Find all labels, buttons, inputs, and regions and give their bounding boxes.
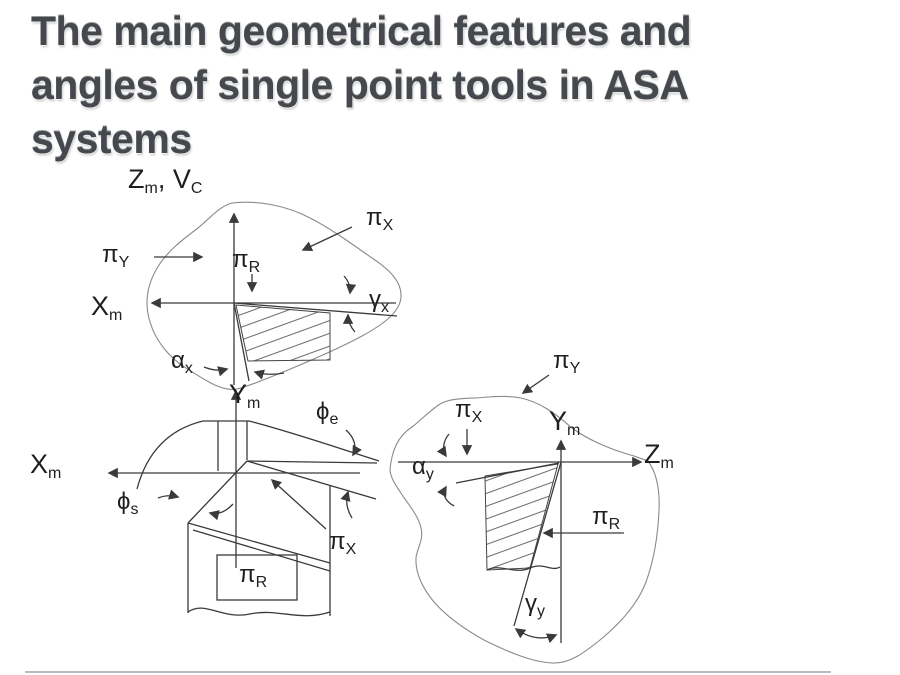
hatched-tool-section bbox=[235, 304, 331, 362]
slide-title-line-2: angles of single point tools in ASA bbox=[31, 62, 689, 108]
label-alpha-x: αx bbox=[171, 347, 193, 377]
label-phi-e: ϕe bbox=[316, 398, 339, 428]
label-phi-s: ϕs bbox=[117, 488, 139, 518]
label-zm-vc-axis: Zm, VC bbox=[128, 164, 203, 197]
hatched-tool-section bbox=[484, 463, 559, 571]
flank-line bbox=[233, 302, 250, 382]
pi-y-pointer-arrow bbox=[521, 374, 550, 394]
section-break-wavy-line bbox=[486, 565, 561, 571]
end-edge-angle-arrow bbox=[340, 490, 353, 519]
slide-title: The main geometrical features and angles… bbox=[31, 4, 866, 166]
label-gamma-y: γy bbox=[525, 590, 545, 620]
flank-line bbox=[455, 462, 560, 484]
label-z-m-back-view: Zm bbox=[644, 439, 674, 472]
rake-face-line bbox=[233, 302, 398, 317]
side-cutting-edge-line bbox=[187, 460, 248, 524]
pi-x-pointer-arrow bbox=[270, 478, 327, 530]
label-pi-y-side-view: πY bbox=[102, 241, 130, 271]
label-pi-r-side-view: πR bbox=[232, 246, 261, 276]
slide-title-line-3: systems bbox=[31, 116, 192, 162]
label-y-m-shared: Ym bbox=[229, 379, 261, 412]
pi-x-curl-arrow bbox=[436, 433, 450, 458]
label-pi-r-top-view: πR bbox=[239, 561, 268, 591]
label-pi-x-back-view: πX bbox=[455, 396, 483, 426]
side-flank-upper-line bbox=[187, 522, 331, 564]
side-edge-angle-arrow bbox=[208, 503, 234, 521]
label-alpha-y: αy bbox=[412, 453, 434, 483]
alpha-y-angle-arrow bbox=[437, 485, 455, 507]
back-view-diagram bbox=[389, 374, 660, 664]
end-face-line bbox=[246, 460, 378, 464]
label-y-m-back-view: Ym bbox=[549, 406, 581, 439]
top-view-diagram bbox=[107, 389, 380, 617]
tool-top-outline bbox=[136, 420, 380, 490]
phi-e-angle-arrow bbox=[345, 429, 362, 457]
phi-s-pointer-arrow bbox=[157, 489, 180, 500]
label-pi-x-top-view: πX bbox=[329, 528, 357, 558]
gamma-y-angle-arc bbox=[514, 628, 558, 644]
alpha-x-right-angle-arrow bbox=[253, 369, 285, 380]
bottom-divider bbox=[25, 671, 831, 673]
label-x-m-top-view: Xm bbox=[30, 449, 62, 482]
gamma-x-lower-angle-arrow bbox=[342, 313, 356, 333]
pi-r-label-box bbox=[216, 554, 298, 601]
side-view-diagram bbox=[146, 201, 402, 390]
label-pi-r-back-view: πR bbox=[592, 503, 621, 533]
slide-title-line-1: The main geometrical features and bbox=[31, 8, 692, 54]
label-x-m-side-view: Xm bbox=[91, 291, 123, 324]
workpiece-blob-outline bbox=[389, 395, 660, 664]
label-pi-x-side-view: πX bbox=[366, 204, 394, 234]
pi-x-pointer-arrow bbox=[301, 226, 353, 251]
label-gamma-x: γx bbox=[369, 286, 389, 316]
gamma-x-upper-angle-arrow bbox=[343, 275, 357, 295]
rake-face-line bbox=[513, 461, 562, 627]
side-flank-lower-line bbox=[192, 529, 331, 572]
label-pi-y-back-view: πY bbox=[553, 347, 581, 377]
alpha-x-left-angle-arrow bbox=[203, 366, 229, 377]
shank-break-wavy-line bbox=[187, 607, 331, 617]
end-cutting-edge-line bbox=[246, 460, 377, 500]
